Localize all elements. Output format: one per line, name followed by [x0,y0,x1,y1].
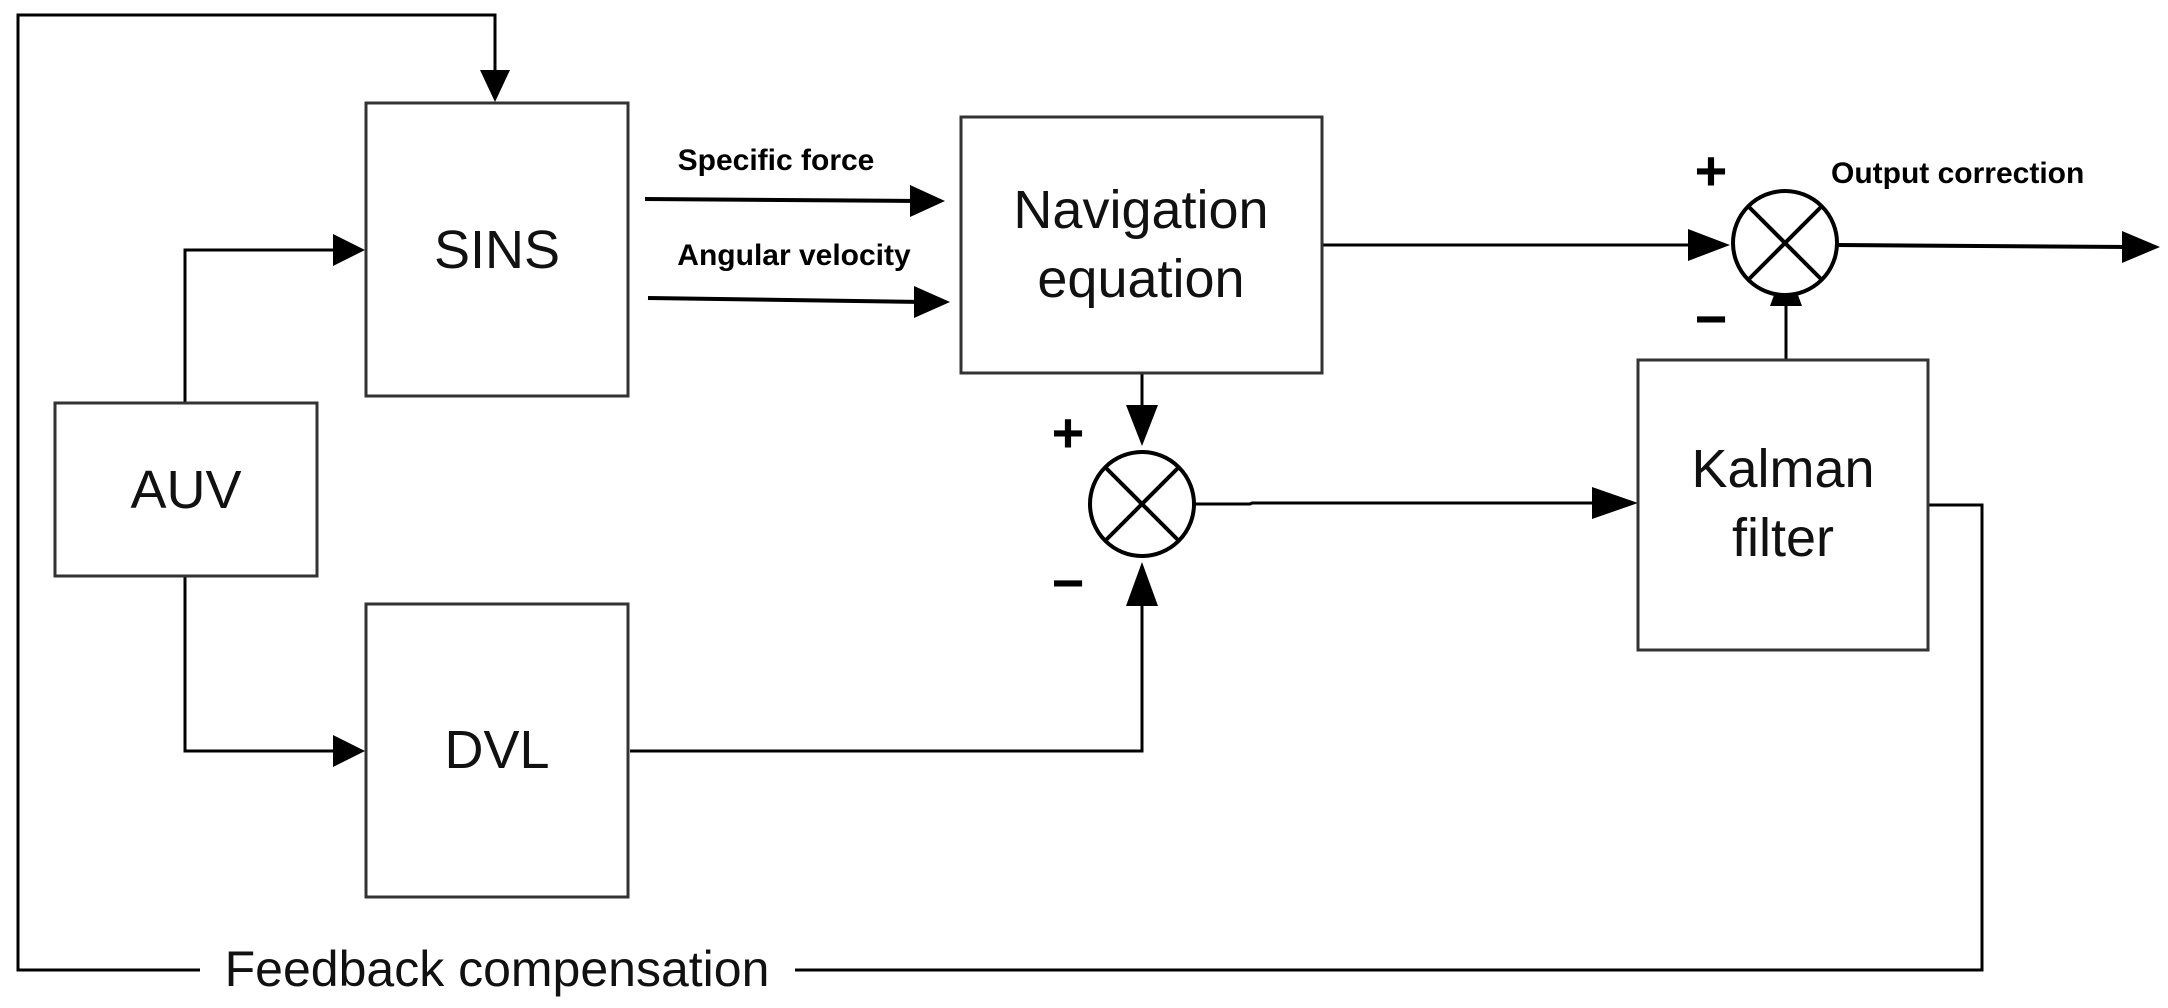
feedback-compensation-label: Feedback compensation [225,941,770,997]
sins-block [364,101,630,398]
auv-to-dvl-line [183,576,340,753]
feedback-arrowhead [480,70,510,102]
specific-force-arrowhead [910,185,945,217]
output-correction-label: Output correction [1831,157,2084,190]
nav-to-sum2-arrowhead [1688,229,1730,261]
summing-junction-upper [1731,189,1839,297]
kalman-filter-label-line1: Kalman [1691,439,1874,499]
navigation-equation-block [959,115,1324,375]
sum1-to-kalman-line [1195,501,1605,506]
auv-to-sins-arrowhead [333,234,365,266]
specific-force-line [644,197,921,203]
auv-block [53,401,319,578]
navigation-equation-label-line2: equation [1037,249,1244,309]
summing-junction-lower [1088,450,1196,558]
kalman-filter-block [1636,358,1930,652]
output-line [1837,243,2131,249]
sum-upper-plus-sign: + [1695,139,1728,202]
angular-velocity-label: Angular velocity [677,239,911,272]
specific-force-label: Specific force [678,144,875,177]
sum-upper-minus-sign: − [1695,287,1728,350]
navigation-equation-label-line1: Navigation [1013,180,1268,240]
sum-lower-minus-sign: − [1052,551,1085,614]
kalman-filter-label-line2: filter [1732,508,1834,568]
sum1-to-kalman-arrowhead [1592,487,1638,519]
dvl-label: DVL [444,720,549,780]
sins-label: SINS [434,220,560,280]
feedback-loop-line [16,13,1984,972]
dvl-block [364,602,630,899]
angular-velocity-line [647,296,925,304]
angular-velocity-arrowhead [914,286,950,318]
nav-to-sum1-arrowhead [1126,405,1158,446]
auv-to-dvl-arrowhead [333,735,365,767]
dvl-to-sum1-arrowhead [1126,562,1158,606]
sum-lower-plus-sign: + [1052,401,1085,464]
auv-to-sins-line [183,248,340,403]
auv-label: AUV [130,460,241,520]
dvl-to-sum1-line [630,590,1144,753]
output-arrowhead [2122,231,2160,263]
